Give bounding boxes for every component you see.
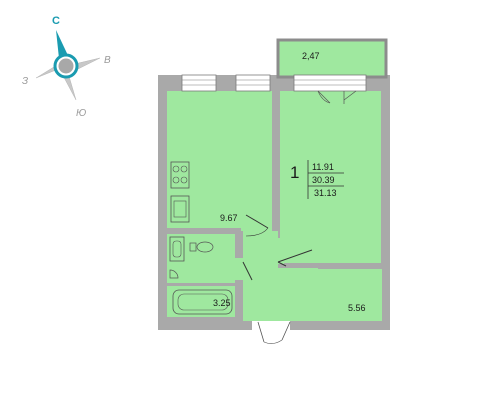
compass-east-label: В (104, 55, 111, 66)
kitchen-area-label: 9.67 (220, 213, 238, 223)
toilet-icon (196, 241, 214, 253)
sink-icon (170, 195, 190, 223)
doors (235, 214, 313, 344)
kitchen-fixtures (170, 161, 190, 223)
balcony: 2,47 (276, 38, 388, 79)
total-area-value: 31.13 (314, 188, 337, 198)
hall-area-label: 5.56 (348, 303, 366, 313)
washbasin-icon (169, 236, 185, 262)
bathroom-fixtures (169, 236, 233, 315)
compass-south-label: Ю (76, 108, 86, 119)
compass-north-label: С (52, 15, 60, 27)
living-room (280, 91, 381, 263)
compass-west-label: З (22, 76, 28, 87)
living-area-value: 11.91 (312, 162, 334, 172)
bathtub-icon (172, 289, 233, 315)
compass-rose: С В Ю З (22, 15, 111, 119)
balcony-area-label: 2,47 (302, 51, 320, 61)
apartment-info: 1 11.91 30.39 31.13 (290, 160, 344, 199)
shower-icon (169, 269, 179, 279)
windows (181, 74, 367, 104)
rooms-count: 1 (290, 163, 299, 182)
hall-room (243, 230, 382, 321)
area-without-balcony-value: 30.39 (312, 175, 335, 185)
bathroom-area-label: 3.25 (213, 298, 231, 308)
stove-icon (170, 161, 190, 189)
